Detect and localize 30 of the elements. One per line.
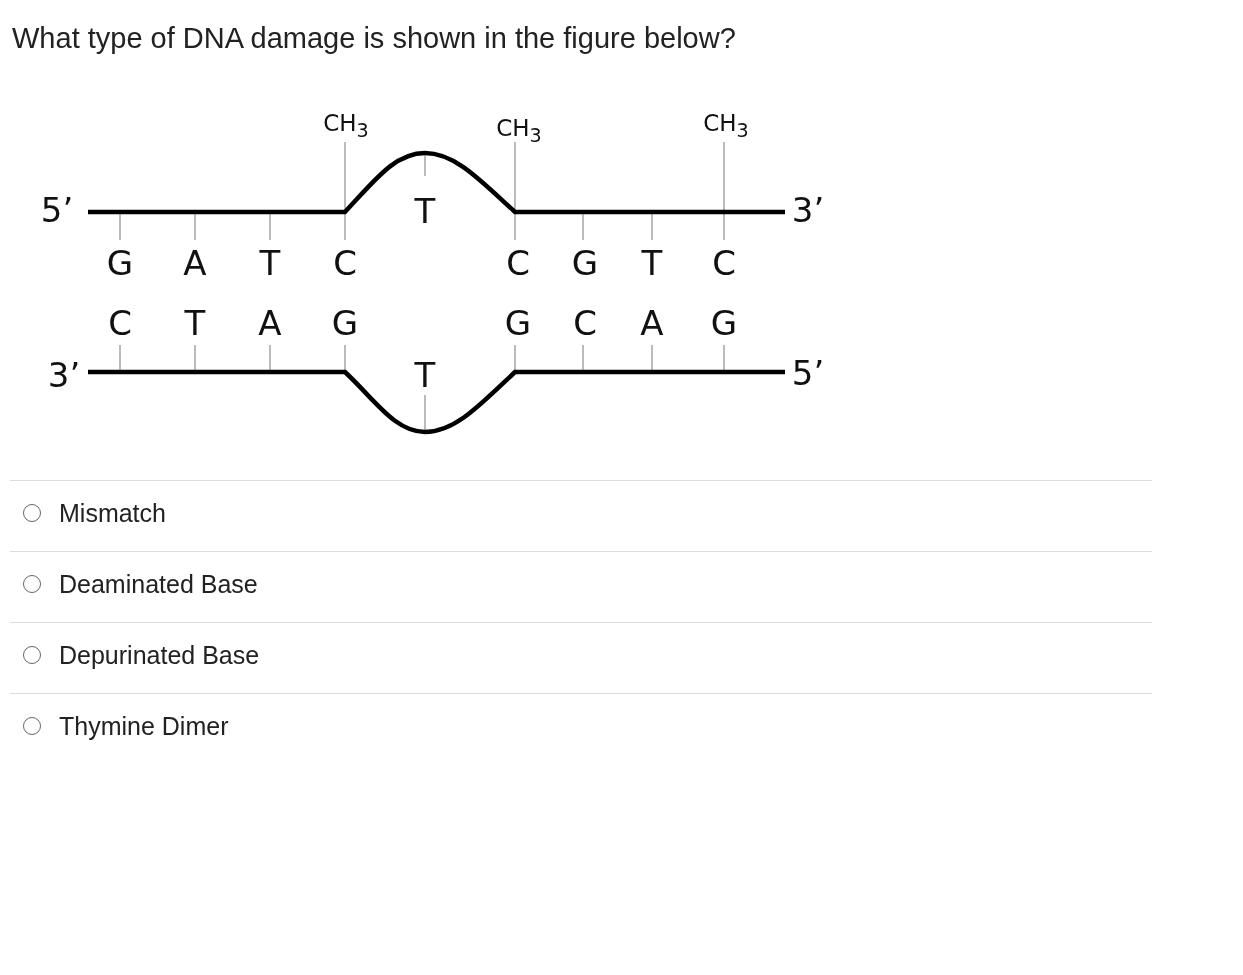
strand-end-label: 3’ [791,193,825,227]
base-letter: T [259,246,281,280]
methyl-label: CH$_{3}$ [703,112,749,140]
base-letter: G [504,306,532,340]
methyl-label: CH$_{3}$ [323,112,369,140]
base-letter: C [333,246,357,280]
base-letter: T [414,358,436,392]
base-letter: C [712,246,736,280]
base-letter: G [710,306,738,340]
base-letter: T [641,246,663,280]
base-letter: G [106,246,134,280]
base-letter: G [571,246,599,280]
base-letter: C [573,306,597,340]
base-letter: A [640,306,664,340]
methyl-label: CH$_{3}$ [496,117,542,145]
base-letter: A [258,306,282,340]
base-letter: T [184,306,206,340]
strand-end-label: 5’ [40,193,74,227]
strand-end-label: 3’ [47,358,81,392]
option-text: Depurinated Base [59,640,260,670]
strand-end-label: 5’ [791,356,825,390]
question-title: What type of DNA damage is shown in the figure below? [12,22,736,55]
option-text: Deaminated Base [59,569,258,599]
base-letter: A [183,246,207,280]
base-letter: T [414,194,436,228]
option-text: Thymine Dimer [59,711,229,741]
option-text: Mismatch [59,498,166,528]
base-letter: G [331,306,359,340]
base-letter: C [108,306,132,340]
base-letter: C [506,246,530,280]
